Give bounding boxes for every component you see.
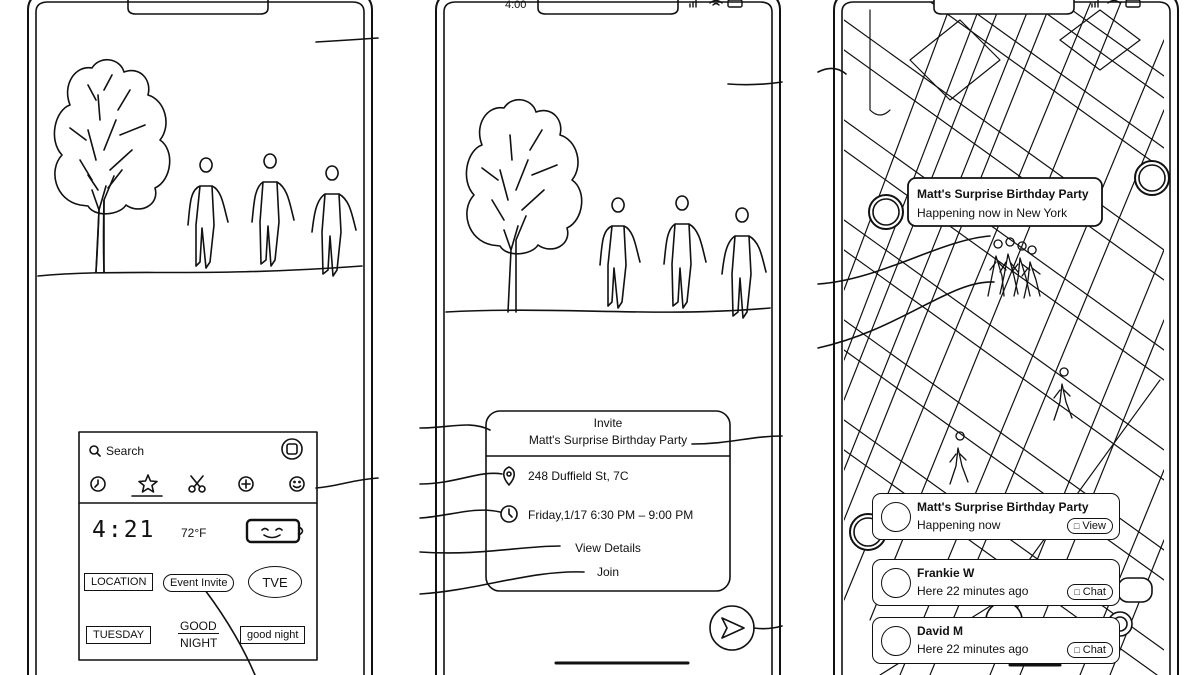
search-icon (89, 445, 101, 457)
leader-line (817, 281, 995, 349)
night-sticker[interactable]: NIGHT (180, 636, 218, 650)
leader-line (419, 424, 491, 431)
chat-button[interactable]: □ Chat (1067, 642, 1113, 658)
leader-line (315, 37, 379, 43)
tree-illustration (53, 59, 171, 273)
leader-line (419, 571, 585, 595)
smiley-icon[interactable] (289, 476, 305, 492)
chat-button[interactable]: □ Chat (1067, 584, 1113, 600)
star-icon[interactable] (138, 474, 158, 493)
phone-left-frame (27, 0, 373, 675)
map-avatar-marker[interactable] (868, 194, 904, 230)
event-bubble-frame (907, 177, 1103, 227)
chat-button-label: Chat (1082, 586, 1106, 598)
invite-heading: Invite (593, 416, 623, 430)
invite-title: Matt's Surprise Birthday Party (528, 433, 688, 447)
scissors-icon[interactable] (188, 475, 206, 493)
tree-illustration (465, 99, 583, 313)
person-walking-marker (1053, 367, 1073, 421)
card-subtitle: Happening now (917, 518, 1001, 532)
view-button[interactable]: □ View (1066, 518, 1113, 534)
event-invite-sticker[interactable]: Event Invite (163, 574, 235, 592)
person-card[interactable]: David M Here 22 minutes ago □ Chat (872, 617, 1120, 664)
temperature-sticker[interactable]: 72°F (181, 526, 207, 540)
walking-people-illustration (187, 153, 357, 277)
message-icon: □ (1074, 587, 1080, 597)
person-card[interactable]: Frankie W Here 22 minutes ago □ Chat (872, 559, 1120, 606)
good-night-sticker[interactable]: good night (240, 626, 306, 644)
card-title: Frankie W (917, 566, 975, 580)
clock-icon[interactable] (90, 476, 106, 492)
card-subtitle: Here 22 minutes ago (917, 642, 1029, 656)
message-icon: □ (1073, 521, 1080, 531)
leader-line (727, 81, 783, 86)
send-button[interactable] (709, 605, 755, 651)
clock-icon (500, 505, 518, 523)
leader-line (753, 625, 783, 630)
leader-line (419, 472, 503, 485)
avatar (881, 626, 911, 656)
avatar (881, 502, 911, 532)
card-title: Matt's Surprise Birthday Party (917, 500, 1089, 514)
phone-right-frame (833, 0, 1179, 675)
leader-line (315, 477, 379, 489)
status-bar-icons (689, 0, 743, 8)
walking-people-illustration (599, 195, 767, 319)
keyboard-search-label[interactable]: Search (106, 444, 145, 458)
event-card[interactable]: Matt's Surprise Birthday Party Happening… (872, 493, 1120, 540)
leader-line (817, 67, 847, 75)
ground-line (445, 307, 771, 313)
sticker-keyboard-panel (78, 431, 318, 661)
tve-sticker[interactable]: TVE (248, 566, 302, 598)
card-title: David M (917, 624, 964, 638)
leader-line (817, 235, 991, 285)
event-bubble-title[interactable]: Matt's Surprise Birthday Party (917, 187, 1089, 201)
location-pin-icon (502, 466, 516, 486)
avatar (881, 568, 911, 598)
status-bar-icons (1091, 0, 1141, 8)
view-details-button[interactable]: View Details (575, 541, 641, 555)
phone-middle-frame (435, 0, 781, 675)
leader-line (419, 509, 501, 519)
invite-card-frame (485, 410, 731, 592)
chat-button-label: Chat (1082, 644, 1106, 656)
event-bubble-subtitle: Happening now in New York (917, 206, 1068, 220)
invite-address[interactable]: 248 Duffield St, 7C (528, 469, 629, 483)
location-sticker[interactable]: LOCATION (84, 573, 154, 591)
battery-sticker (245, 518, 304, 544)
plus-circle-icon[interactable] (238, 476, 254, 492)
person-walking-marker (949, 431, 969, 485)
message-icon: □ (1074, 645, 1080, 655)
invite-datetime[interactable]: Friday,1/17 6:30 PM – 9:00 PM (528, 508, 694, 522)
leader-line (419, 545, 561, 554)
tuesday-sticker[interactable]: TUESDAY (86, 626, 152, 644)
map-avatar-marker[interactable] (1134, 160, 1170, 196)
good-sticker[interactable]: GOOD (178, 619, 219, 634)
card-subtitle: Here 22 minutes ago (917, 584, 1029, 598)
status-time: 4:00 (505, 0, 527, 11)
ground-line (37, 265, 363, 277)
people-group-marker (987, 237, 1041, 299)
view-button-label: View (1082, 520, 1106, 532)
leader-line (204, 589, 256, 675)
join-button[interactable]: Join (596, 565, 619, 579)
leader-line (691, 435, 783, 445)
map-avatar-marker[interactable] (1117, 577, 1153, 603)
time-sticker[interactable]: 4:21 (92, 517, 156, 543)
